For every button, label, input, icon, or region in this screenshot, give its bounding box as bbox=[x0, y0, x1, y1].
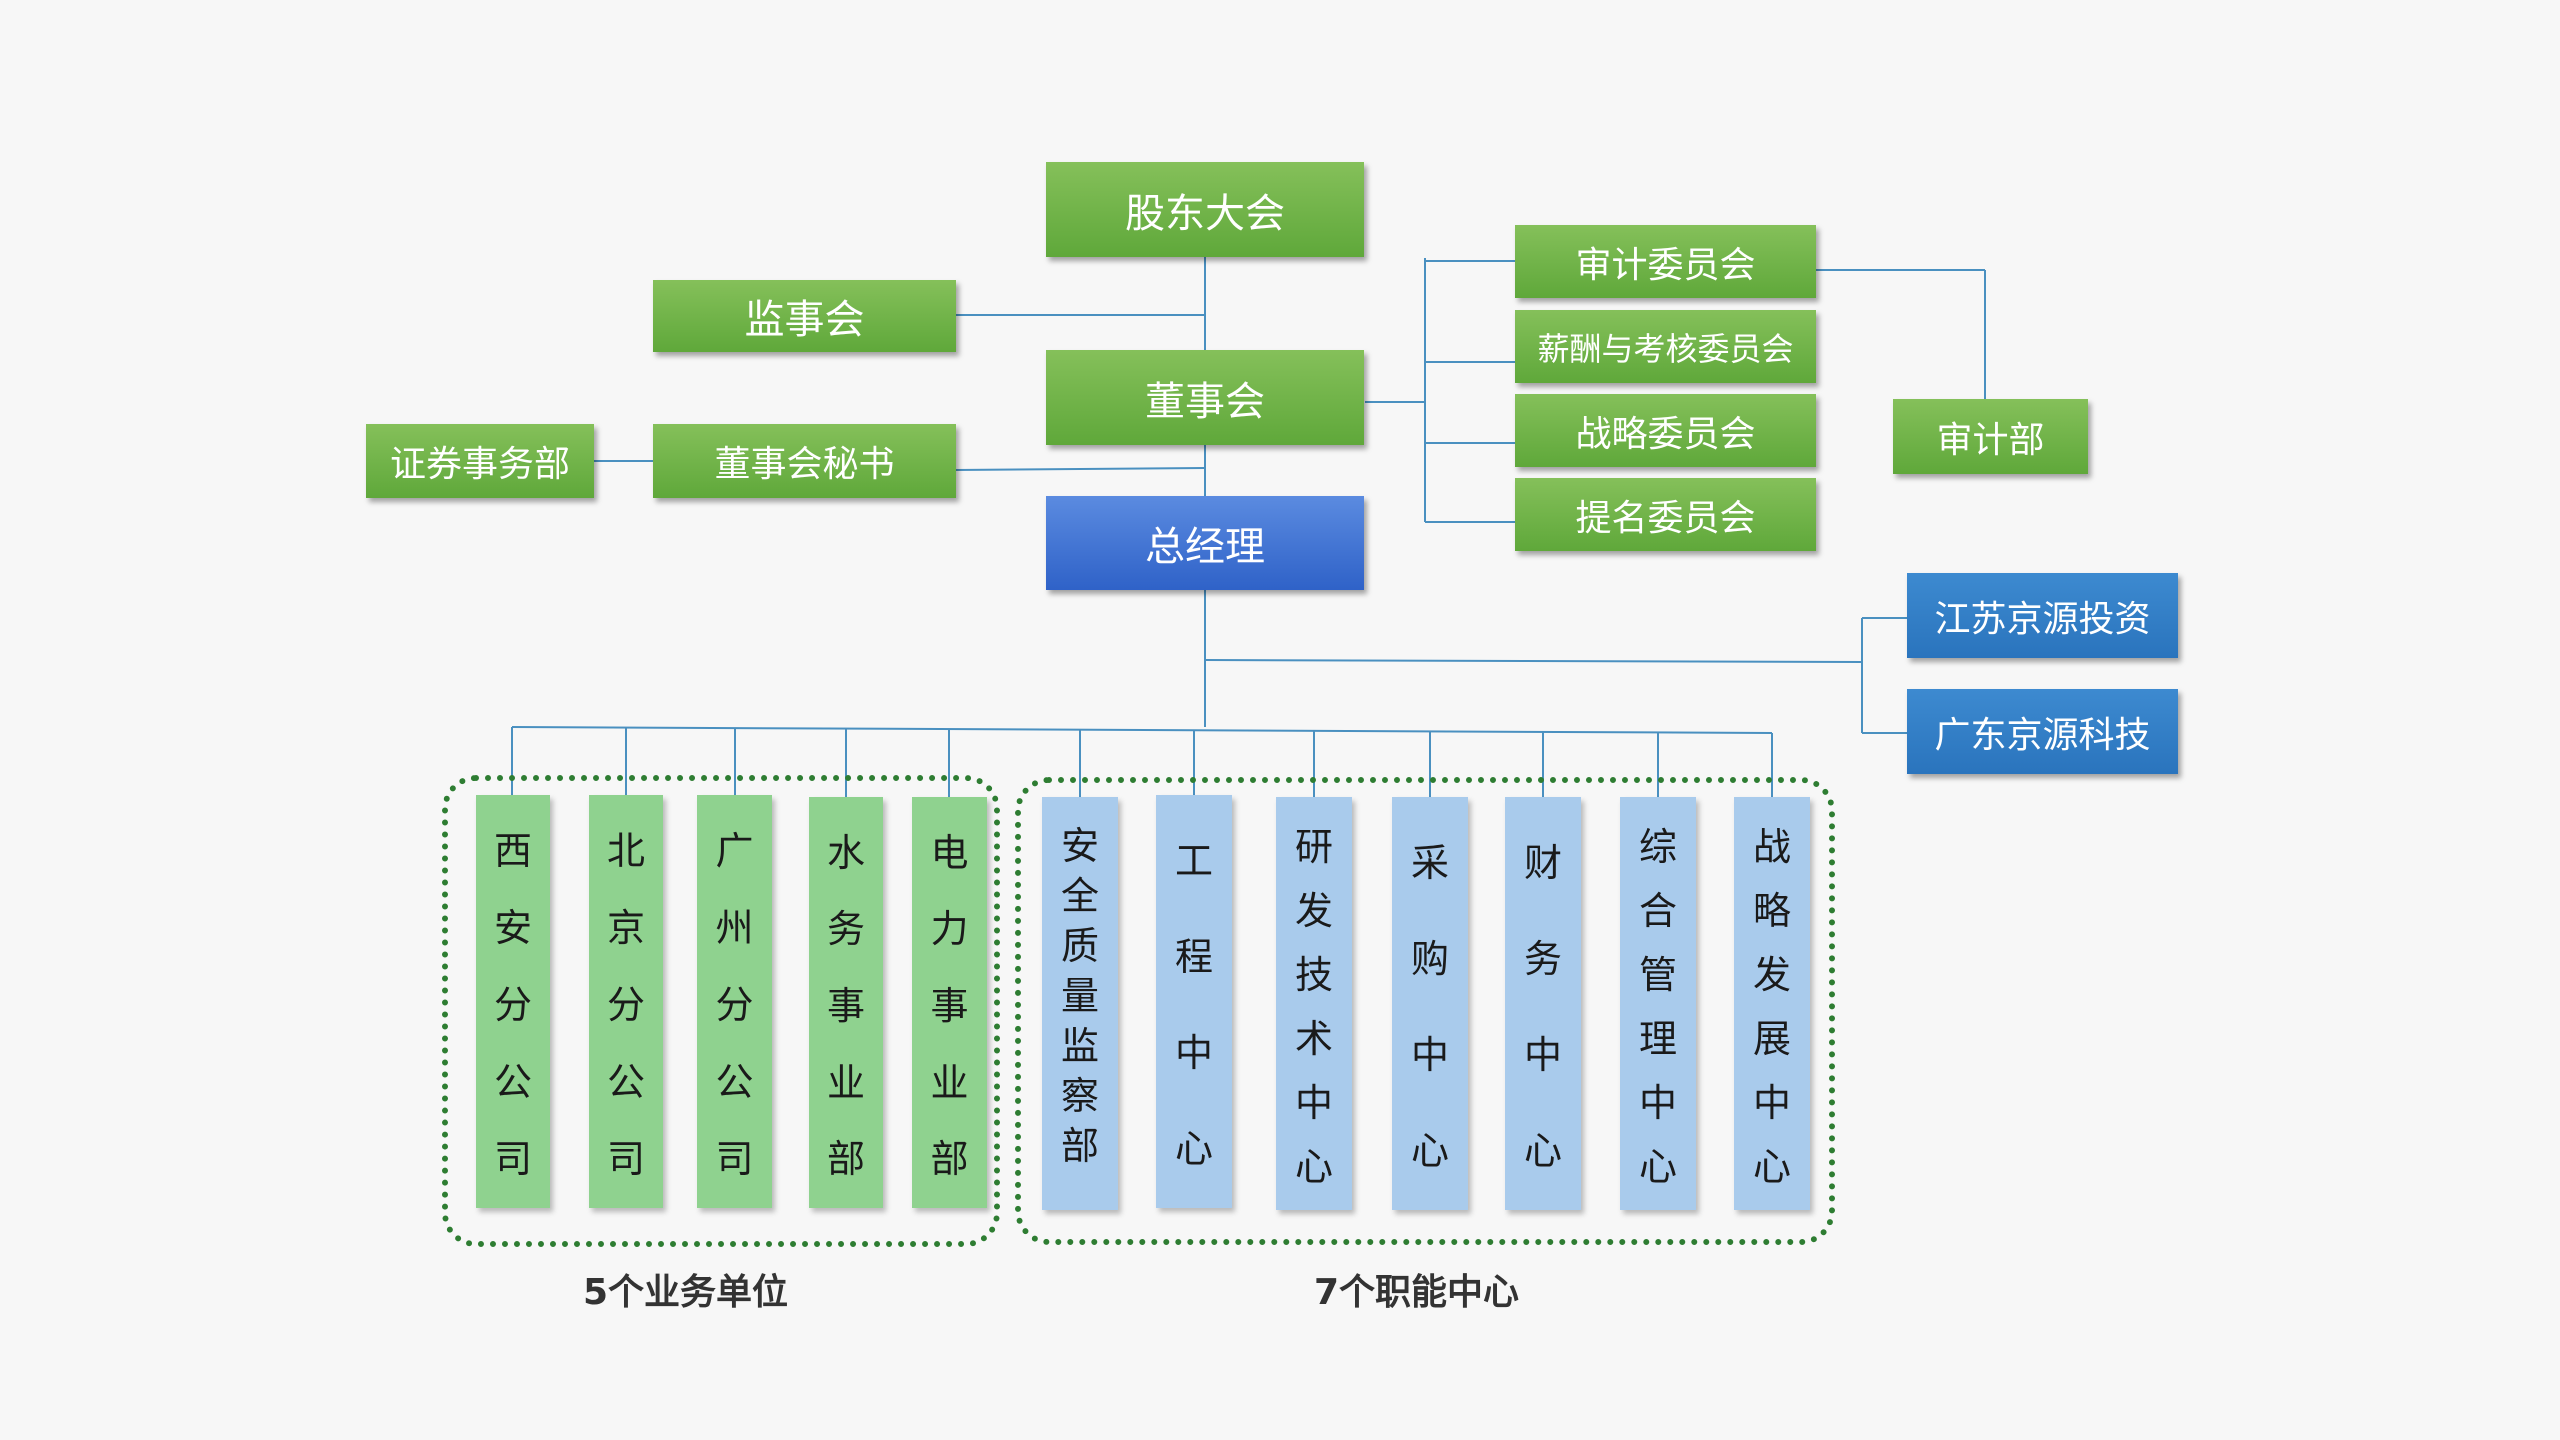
subsidiary-guangdong[interactable]: 广东京源科技 bbox=[1907, 689, 2178, 774]
column-char: 全 bbox=[1060, 874, 1099, 918]
column-char: 心 bbox=[1174, 1127, 1213, 1172]
board-of-directors-box[interactable]: 董事会 bbox=[1046, 350, 1364, 445]
column-char: 业 bbox=[930, 1060, 969, 1105]
column-char: 综 bbox=[1638, 824, 1677, 869]
column-char: 司 bbox=[715, 1137, 754, 1181]
column-char: 发 bbox=[1752, 952, 1791, 997]
column-char: 展 bbox=[1752, 1017, 1791, 1062]
column-char: 京 bbox=[606, 906, 645, 950]
column-char: 司 bbox=[606, 1137, 645, 1181]
line-gm-subsidiaries bbox=[1204, 659, 1863, 663]
functional-center-column[interactable]: 研发技术中心 bbox=[1276, 797, 1352, 1210]
column-char: 质 bbox=[1060, 924, 1099, 968]
functional-centers-group-border bbox=[1015, 777, 1835, 1245]
line-bottom-bus bbox=[511, 726, 1773, 734]
column-char: 安 bbox=[1060, 824, 1099, 868]
column-char: 公 bbox=[493, 1060, 532, 1104]
column-char: 技 bbox=[1294, 952, 1333, 997]
business-units-group-border bbox=[442, 775, 1000, 1247]
committee-strategy[interactable]: 战略委员会 bbox=[1515, 394, 1816, 467]
column-char: 务 bbox=[1523, 936, 1562, 981]
column-char: 公 bbox=[715, 1060, 754, 1104]
column-char: 中 bbox=[1752, 1081, 1791, 1126]
column-char: 理 bbox=[1638, 1017, 1677, 1062]
column-char: 管 bbox=[1638, 952, 1677, 997]
functional-center-column[interactable]: 安全质量监察部 bbox=[1042, 797, 1118, 1210]
column-char: 战 bbox=[1752, 824, 1791, 869]
column-char: 程 bbox=[1174, 934, 1213, 979]
shareholders-meeting-box[interactable]: 股东大会 bbox=[1046, 162, 1364, 257]
column-char: 采 bbox=[1410, 840, 1449, 885]
subsidiary-jiangsu[interactable]: 江苏京源投资 bbox=[1907, 573, 2178, 658]
column-char: 工 bbox=[1174, 838, 1213, 883]
column-char: 事 bbox=[826, 983, 865, 1028]
column-char: 部 bbox=[1060, 1124, 1099, 1168]
column-char: 察 bbox=[1060, 1074, 1099, 1118]
column-char: 财 bbox=[1523, 840, 1562, 885]
line-secretary bbox=[955, 467, 1206, 471]
column-char: 心 bbox=[1638, 1145, 1677, 1190]
column-char: 司 bbox=[493, 1137, 532, 1181]
column-char: 部 bbox=[930, 1137, 969, 1182]
board-secretary-box[interactable]: 董事会秘书 bbox=[653, 424, 956, 498]
column-char: 研 bbox=[1294, 824, 1333, 869]
column-char: 发 bbox=[1294, 888, 1333, 933]
business-unit-column[interactable]: 广州分公司 bbox=[697, 795, 772, 1208]
column-char: 安 bbox=[493, 906, 532, 950]
column-char: 中 bbox=[1638, 1081, 1677, 1126]
business-unit-column[interactable]: 西安分公司 bbox=[476, 795, 550, 1208]
securities-affairs-dept-box[interactable]: 证券事务部 bbox=[366, 424, 594, 498]
column-char: 术 bbox=[1294, 1017, 1333, 1062]
column-char: 监 bbox=[1060, 1024, 1099, 1068]
column-char: 业 bbox=[826, 1060, 865, 1105]
column-char: 心 bbox=[1410, 1129, 1449, 1174]
functional-center-column[interactable]: 工程中心 bbox=[1156, 795, 1232, 1208]
column-char: 中 bbox=[1294, 1081, 1333, 1126]
column-char: 电 bbox=[930, 830, 969, 875]
general-manager-box[interactable]: 总经理 bbox=[1046, 496, 1364, 590]
column-char: 事 bbox=[930, 983, 969, 1028]
column-char: 心 bbox=[1752, 1145, 1791, 1190]
functional-center-column[interactable]: 综合管理中心 bbox=[1620, 797, 1696, 1210]
column-char: 北 bbox=[606, 829, 645, 873]
column-char: 量 bbox=[1060, 974, 1099, 1018]
committee-remuneration[interactable]: 薪酬与考核委员会 bbox=[1515, 310, 1816, 383]
column-char: 中 bbox=[1410, 1033, 1449, 1078]
column-char: 广 bbox=[715, 829, 754, 873]
column-char: 州 bbox=[715, 906, 754, 950]
business-unit-column[interactable]: 北京分公司 bbox=[589, 795, 663, 1208]
business-units-label: 5个业务单位 bbox=[583, 1272, 789, 1313]
column-char: 购 bbox=[1410, 936, 1449, 981]
column-char: 部 bbox=[826, 1137, 865, 1182]
column-char: 分 bbox=[493, 983, 532, 1027]
functional-center-column[interactable]: 财务中心 bbox=[1505, 797, 1581, 1210]
column-char: 务 bbox=[826, 907, 865, 952]
business-unit-column[interactable]: 水务事业部 bbox=[809, 797, 883, 1208]
column-char: 略 bbox=[1752, 888, 1791, 933]
column-char: 中 bbox=[1174, 1031, 1213, 1076]
business-unit-column[interactable]: 电力事业部 bbox=[912, 797, 987, 1208]
functional-center-column[interactable]: 战略发展中心 bbox=[1734, 797, 1810, 1210]
column-char: 水 bbox=[826, 830, 865, 875]
column-char: 西 bbox=[493, 829, 532, 873]
column-char: 公 bbox=[606, 1060, 645, 1104]
column-char: 中 bbox=[1523, 1033, 1562, 1078]
column-char: 心 bbox=[1523, 1129, 1562, 1174]
column-char: 合 bbox=[1638, 888, 1677, 933]
functional-centers-label: 7个职能中心 bbox=[1314, 1272, 1520, 1313]
column-char: 分 bbox=[715, 983, 754, 1027]
committee-audit[interactable]: 审计委员会 bbox=[1515, 225, 1816, 298]
committee-nomination[interactable]: 提名委员会 bbox=[1515, 478, 1816, 551]
column-char: 心 bbox=[1294, 1145, 1333, 1190]
audit-dept-box[interactable]: 审计部 bbox=[1893, 399, 2088, 474]
column-char: 分 bbox=[606, 983, 645, 1027]
functional-center-column[interactable]: 采购中心 bbox=[1392, 797, 1468, 1210]
supervisory-board-box[interactable]: 监事会 bbox=[653, 280, 956, 352]
column-char: 力 bbox=[930, 907, 969, 952]
